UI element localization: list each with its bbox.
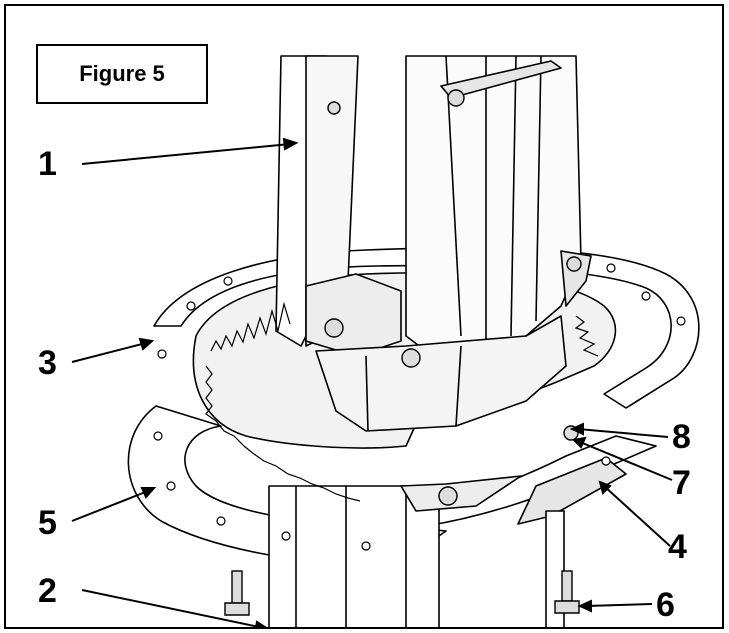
figure-label: Figure 5 (36, 44, 208, 104)
callout-6: 6 (656, 586, 675, 624)
callout-8: 8 (672, 418, 691, 456)
collar-block (305, 273, 402, 357)
octagonal-housing (405, 55, 582, 352)
figure-frame: Figure 5 1 2 3 4 5 6 7 8 (4, 4, 724, 629)
bolt-left (231, 570, 243, 604)
callout-4: 4 (668, 528, 687, 566)
bolt-right (561, 570, 573, 602)
gear-teeth-lower (205, 365, 361, 502)
callout-1: 1 (38, 145, 57, 183)
callout-5: 5 (38, 504, 57, 542)
callout-7: 7 (672, 464, 691, 502)
lower-bracket (517, 457, 627, 525)
callout-3: 3 (38, 344, 57, 382)
callout-2: 2 (38, 572, 57, 610)
stand-post (268, 485, 440, 627)
assembly-drawing (71, 55, 700, 627)
gear-teeth-right (574, 315, 599, 357)
rear-ring-plate (153, 246, 700, 409)
gear-teeth-upper (210, 301, 291, 352)
bolt-head (324, 318, 344, 338)
